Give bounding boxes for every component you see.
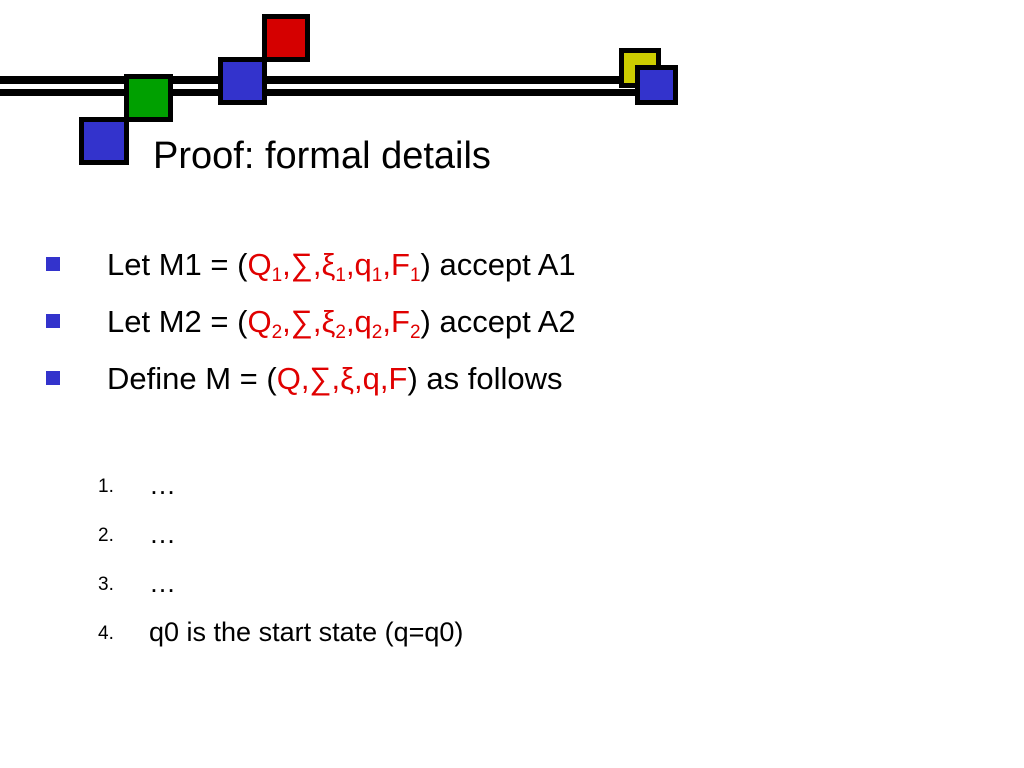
list-text: q0 is the start state (q=q0) bbox=[149, 617, 464, 647]
decorative-square-red bbox=[262, 14, 310, 62]
list-number: 1. bbox=[98, 476, 114, 497]
bullet-marker bbox=[46, 371, 60, 385]
tuple-components: Q2,∑,ξ2,q2,F2 bbox=[247, 304, 421, 343]
list-number: 3. bbox=[98, 574, 114, 595]
slide-title: Proof: formal details bbox=[153, 135, 491, 177]
tuple-components: Q1,∑,ξ1,q1,F1 bbox=[247, 247, 421, 286]
tuple-components: Q,∑,ξ,q,F bbox=[276, 361, 408, 396]
list-text: … bbox=[149, 519, 176, 549]
decorative-square-green bbox=[124, 74, 173, 122]
bullet-text: Let M2 = (Q2,∑,ξ2,q2,F2) accept A2 bbox=[107, 304, 576, 343]
bullet-text: Define M = (Q,∑,ξ,q,F) as follows bbox=[107, 361, 563, 396]
decorative-rule-highlight bbox=[0, 84, 640, 89]
list-text: … bbox=[149, 470, 176, 500]
decorative-square-blue bbox=[218, 57, 267, 105]
list-number: 4. bbox=[98, 623, 114, 644]
bullet-marker bbox=[46, 257, 60, 271]
bullet-marker bbox=[46, 314, 60, 328]
list-number: 2. bbox=[98, 525, 114, 546]
bullet-text: Let M1 = (Q1,∑,ξ1,q1,F1) accept A1 bbox=[107, 247, 576, 286]
list-text: … bbox=[149, 568, 176, 598]
decorative-square-blue bbox=[635, 65, 678, 105]
decorative-square-blue bbox=[79, 117, 129, 165]
